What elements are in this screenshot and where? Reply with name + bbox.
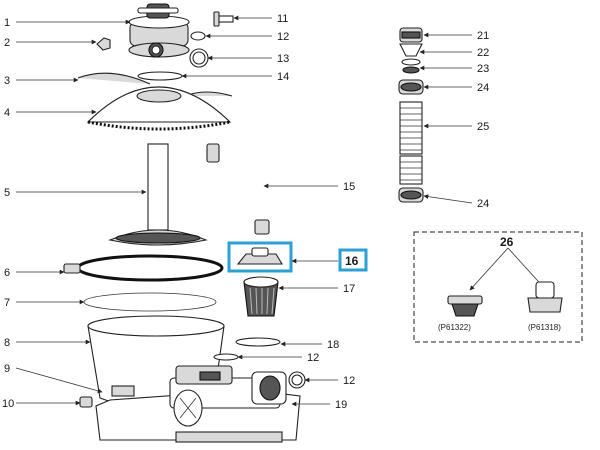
label-8: 8 — [4, 337, 10, 349]
hose-15 — [206, 143, 270, 235]
label-7: 7 — [4, 297, 10, 309]
part-labels: 1 2 3 4 5 6 7 8 9 10 11 12 13 14 15 16 1… — [2, 13, 561, 411]
label-4: 4 — [4, 107, 10, 119]
label-19: 19 — [335, 399, 347, 411]
label-11: 11 — [277, 13, 288, 25]
tank-dome — [86, 86, 232, 131]
label-10: 10 — [2, 398, 14, 410]
label-25: 25 — [477, 121, 489, 133]
label-5: 5 — [4, 187, 10, 199]
drain-knob — [96, 37, 111, 51]
label-22: 22 — [477, 47, 489, 59]
highlight-box-part — [227, 241, 293, 273]
label-12-pump: 12 — [343, 375, 355, 387]
label-24-bottom: 24 — [477, 198, 489, 210]
multiport-valve — [128, 3, 190, 58]
drain-cap — [79, 396, 93, 408]
label-2: 2 — [4, 37, 10, 49]
label-15: 15 — [343, 181, 355, 193]
gauge-plug — [213, 11, 234, 27]
tank-o-ring-6 — [63, 254, 224, 282]
strainer-basket — [243, 276, 279, 317]
highlight-box-label — [338, 248, 368, 272]
label-17: 17 — [343, 283, 355, 295]
label-23: 23 — [477, 63, 489, 75]
label-9: 9 — [4, 363, 10, 375]
o-ring-7 — [83, 292, 217, 312]
gasket-14 — [137, 71, 183, 81]
base-and-pump — [95, 365, 301, 443]
o-ring-18 — [235, 337, 281, 347]
leader-lines — [15, 15, 473, 407]
label-24-top: 24 — [477, 82, 489, 94]
label-16: 16 — [345, 254, 359, 268]
label-21: 21 — [477, 30, 489, 42]
standpipe-lateral — [108, 143, 208, 246]
strainer-cover — [236, 247, 283, 265]
label-13: 13 — [277, 53, 289, 65]
inset-box — [413, 231, 583, 343]
label-14: 14 — [277, 71, 289, 83]
label-6: 6 — [4, 267, 10, 279]
caption-p61322: (P61322) — [438, 323, 471, 332]
o-ring-12-top — [190, 31, 206, 41]
label-3: 3 — [4, 75, 10, 87]
label-18: 18 — [327, 339, 339, 351]
label-1: 1 — [4, 17, 10, 29]
label-26: 26 — [500, 235, 514, 249]
label-12-top: 12 — [277, 31, 289, 43]
label-12-mid: 12 — [307, 352, 319, 364]
o-ring-12-mid — [213, 353, 239, 361]
hose-assembly — [398, 27, 424, 203]
caption-p61318: (P61318) — [528, 323, 561, 332]
